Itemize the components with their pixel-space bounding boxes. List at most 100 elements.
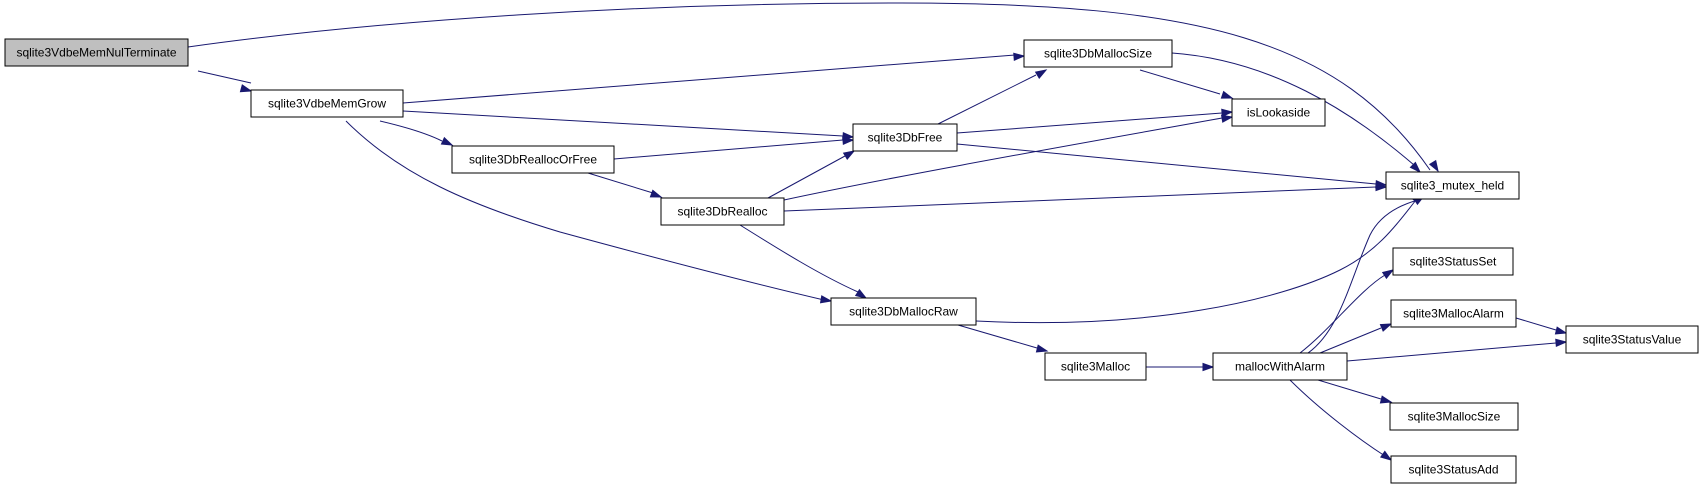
node-label: sqlite3VdbeMemNulTerminate [16, 46, 176, 60]
node-sqlite3VdbeMemGrow[interactable]: sqlite3VdbeMemGrow [250, 89, 404, 118]
node-box[interactable] [1390, 455, 1517, 484]
edge-line [1515, 317, 1557, 331]
node-label: sqlite3StatusAdd [1408, 463, 1498, 477]
arrowhead-icon [1555, 338, 1568, 348]
node-box[interactable] [1231, 98, 1326, 127]
edge-line [975, 199, 1417, 324]
arrowhead-icon [1409, 161, 1422, 174]
edge-line [1299, 274, 1386, 354]
arrowhead-icon [1220, 90, 1234, 99]
edge-line [783, 117, 1223, 201]
node-box[interactable] [1390, 299, 1517, 328]
edge-line [783, 186, 1377, 212]
node-box[interactable] [1212, 352, 1348, 381]
node-sqlite3VdbeMemNulTerminate[interactable]: sqlite3VdbeMemNulTerminate [4, 38, 189, 67]
edge-grow-to-msize [402, 52, 1026, 104]
edge-line [937, 74, 1037, 125]
edge-line [402, 54, 1016, 104]
arrowhead-icon [440, 136, 454, 146]
node-box[interactable] [830, 297, 977, 326]
node-label: sqlite3_mutex_held [1401, 179, 1504, 193]
arrowhead-icon [1013, 52, 1026, 61]
edge-raw-to-malloc [957, 324, 1049, 353]
node-sqlite3Malloc[interactable]: sqlite3Malloc [1044, 352, 1147, 381]
node-label: sqlite3StatusValue [1583, 333, 1682, 347]
node-label: sqlite3MallocAlarm [1403, 307, 1504, 321]
edge-line [1346, 342, 1557, 362]
edge-free-to-isl [956, 108, 1234, 134]
arrowhead-icon [842, 136, 855, 146]
node-box[interactable] [1023, 39, 1173, 68]
edge-msize-to-mutex [1171, 52, 1422, 174]
edge-realloc-to-mutex [783, 182, 1388, 212]
node-sqlite3_mutex_held[interactable]: sqlite3_mutex_held [1385, 171, 1520, 200]
edge-line [956, 112, 1223, 134]
node-box[interactable] [1389, 402, 1519, 431]
node-label: isLookaside [1247, 106, 1311, 120]
arrowhead-icon [842, 150, 856, 161]
edge-rof-to-free [613, 136, 855, 160]
edge-line [957, 324, 1038, 349]
arrowhead-icon [1202, 362, 1215, 372]
edge-line [1319, 327, 1382, 354]
node-sqlite3StatusSet[interactable]: sqlite3StatusSet [1392, 247, 1514, 276]
arrowhead-icon [239, 84, 253, 93]
arrowhead-icon [1379, 323, 1393, 332]
node-box[interactable] [451, 145, 615, 174]
edge-realloc-to-isl [783, 114, 1234, 201]
edge-realloc-to-raw [739, 224, 868, 299]
edge-grow-to-rof [379, 120, 454, 146]
edge-raw-to-mutex [975, 190, 1421, 324]
node-label: sqlite3DbReallocOrFree [469, 153, 597, 167]
arrowhead-icon [854, 288, 868, 299]
node-box[interactable] [1044, 352, 1147, 381]
node-sqlite3DbFree[interactable]: sqlite3DbFree [852, 123, 958, 152]
node-sqlite3MallocSize[interactable]: sqlite3MallocSize [1389, 402, 1519, 431]
node-sqlite3MallocAlarm[interactable]: sqlite3MallocAlarm [1390, 299, 1517, 328]
edge-line [1289, 379, 1386, 457]
edge-line [379, 120, 443, 142]
edge-malloc-to-mwa [1146, 362, 1215, 372]
node-sqlite3DbReallocOrFree[interactable]: sqlite3DbReallocOrFree [451, 145, 615, 174]
edge-line [345, 120, 825, 301]
node-label: sqlite3DbRealloc [677, 205, 767, 219]
node-box[interactable] [660, 197, 785, 226]
node-box[interactable] [1565, 325, 1699, 354]
edge-line [1307, 199, 1419, 354]
edge-nul-to-grow [197, 70, 253, 93]
arrowhead-icon [1428, 159, 1439, 173]
node-label: sqlite3StatusSet [1410, 255, 1497, 269]
edge-line [1139, 69, 1221, 95]
arrowhead-icon [819, 295, 833, 304]
node-label: mallocWithAlarm [1235, 360, 1325, 374]
node-sqlite3StatusValue[interactable]: sqlite3StatusValue [1565, 325, 1699, 354]
node-isLookaside[interactable]: isLookaside [1231, 98, 1326, 127]
arrowhead-icon [1379, 395, 1393, 404]
node-label: sqlite3DbMallocSize [1044, 47, 1152, 61]
node-sqlite3DbMallocRaw[interactable]: sqlite3DbMallocRaw [830, 297, 977, 326]
edge-free-to-msize [937, 69, 1048, 125]
node-sqlite3DbMallocSize[interactable]: sqlite3DbMallocSize [1023, 39, 1173, 68]
node-sqlite3DbRealloc[interactable]: sqlite3DbRealloc [660, 197, 785, 226]
node-box[interactable] [250, 89, 404, 118]
node-label: sqlite3DbMallocRaw [849, 305, 958, 319]
arrowhead-icon [1220, 114, 1234, 123]
node-box[interactable] [852, 123, 958, 152]
node-box[interactable] [1385, 171, 1520, 200]
edge-line [187, 2, 1431, 171]
node-sqlite3StatusAdd[interactable]: sqlite3StatusAdd [1390, 455, 1517, 484]
edge-nul-to-mutex [187, 2, 1439, 173]
node-mallocWithAlarm[interactable]: mallocWithAlarm [1212, 352, 1348, 381]
arrowhead-icon [649, 189, 663, 198]
arrowhead-icon [1035, 344, 1049, 353]
node-box[interactable] [4, 38, 189, 67]
arrowhead-icon [1375, 182, 1388, 192]
edge-msize-to-isl [1139, 69, 1234, 99]
edge-malarm-to-sval [1515, 317, 1568, 335]
node-label: sqlite3MallocSize [1408, 410, 1501, 424]
node-label: sqlite3DbFree [868, 131, 943, 145]
node-box[interactable] [1392, 247, 1514, 276]
edge-line [1317, 379, 1382, 400]
node-label: sqlite3Malloc [1061, 360, 1130, 374]
